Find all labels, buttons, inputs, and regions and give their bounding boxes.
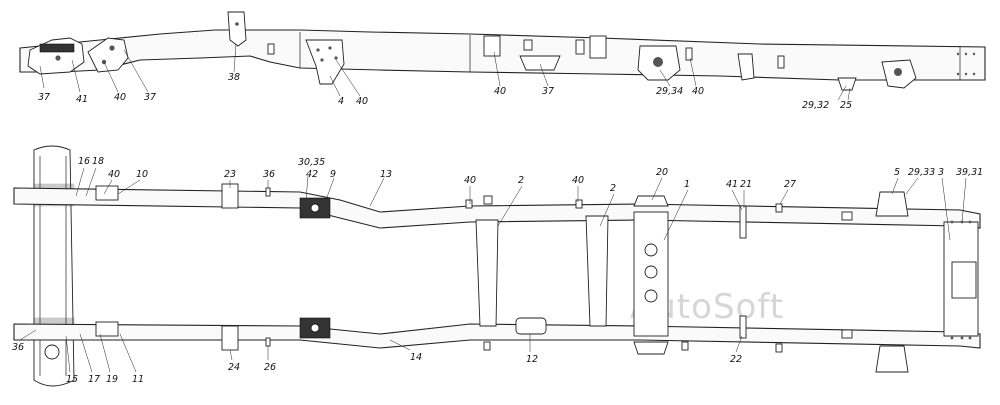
right-side-rail	[13, 323, 981, 349]
callout-14: 14	[410, 352, 422, 363]
callout-11: 11	[132, 374, 144, 385]
front-bracket-lower	[95, 321, 119, 337]
callout-19: 19	[106, 374, 118, 385]
bracket-cap	[39, 43, 75, 53]
lower-bracket	[837, 77, 857, 91]
bracket-24	[221, 325, 239, 351]
callout-40: 40	[356, 96, 368, 107]
side-view-leaders	[39, 43, 851, 101]
callout-2: 2	[610, 183, 616, 194]
callout-22: 22	[730, 354, 742, 365]
callout-39-31: 39,31	[956, 167, 983, 178]
callout-21: 21	[740, 179, 752, 190]
callout-40: 40	[464, 175, 476, 186]
upright-bracket	[227, 11, 247, 47]
crossmember-2b	[585, 215, 609, 327]
plan-view-leaders	[19, 167, 967, 373]
callout-13: 13	[380, 169, 392, 180]
callout-40: 40	[108, 169, 120, 180]
callout-16: 16	[78, 156, 90, 167]
callout-29-33: 29,33	[908, 167, 935, 178]
callout-30-35: 30,35	[298, 157, 325, 168]
callout-24: 24	[228, 362, 240, 373]
callout-37: 37	[38, 92, 50, 103]
rear-bracket-upper	[875, 191, 909, 217]
callout-9: 9	[330, 169, 336, 180]
callout-41: 41	[76, 94, 88, 105]
callout-37: 37	[144, 92, 156, 103]
callout-25: 25	[840, 100, 852, 111]
callout-38: 38	[228, 72, 240, 83]
callout-12: 12	[526, 354, 538, 365]
rear-spring-bracket-front	[87, 37, 129, 73]
callout-40: 40	[572, 175, 584, 186]
side-rail	[19, 29, 986, 81]
callout-2: 2	[518, 175, 524, 186]
rear-plate	[951, 261, 977, 299]
mounting-bracket	[305, 39, 345, 85]
bracket-21	[739, 205, 747, 239]
callout-26: 26	[264, 362, 276, 373]
callout-18: 18	[92, 156, 104, 167]
callout-10: 10	[136, 169, 148, 180]
front-bracket-upper	[95, 185, 119, 201]
crossmember-gusset-a	[483, 35, 501, 57]
callout-27: 27	[784, 179, 796, 190]
callout-40: 40	[692, 86, 704, 97]
callout-36: 36	[263, 169, 275, 180]
callout-42: 42	[306, 169, 318, 180]
crossmember-2a	[475, 219, 499, 327]
crossmember-20-top	[633, 195, 669, 207]
callout-5: 5	[894, 167, 900, 178]
center-bracket	[519, 55, 561, 71]
callout-17: 17	[88, 374, 100, 385]
callout-20: 20	[656, 167, 668, 178]
callout-40: 40	[114, 92, 126, 103]
callout-40: 40	[494, 86, 506, 97]
callout-41: 41	[726, 179, 738, 190]
callout-4: 4	[338, 96, 344, 107]
bracket-12	[515, 317, 547, 335]
callout-3: 3	[938, 167, 944, 178]
callout-37: 37	[542, 86, 554, 97]
callout-36: 36	[12, 342, 24, 353]
callout-23: 23	[224, 169, 236, 180]
tow-hook-hole	[44, 344, 60, 360]
callout-1: 1	[684, 179, 690, 190]
side-view-frame	[19, 11, 986, 91]
callout-15: 15	[66, 374, 78, 385]
crossmember-gusset-b	[589, 35, 607, 59]
bracket-22	[739, 315, 747, 339]
plan-view-callouts: 16 18 40 10 23 36 30,35 42 9 13 40 2 40 …	[12, 156, 983, 385]
side-view-callouts: 37 41 40 37 38 4 40 40 37 29,34 40 29,32…	[38, 72, 852, 111]
plan-view-frame	[13, 145, 981, 387]
rear-bracket-lower	[875, 345, 909, 373]
callout-29-32: 29,32	[802, 100, 829, 111]
callout-29-34: 29,34	[656, 86, 683, 97]
